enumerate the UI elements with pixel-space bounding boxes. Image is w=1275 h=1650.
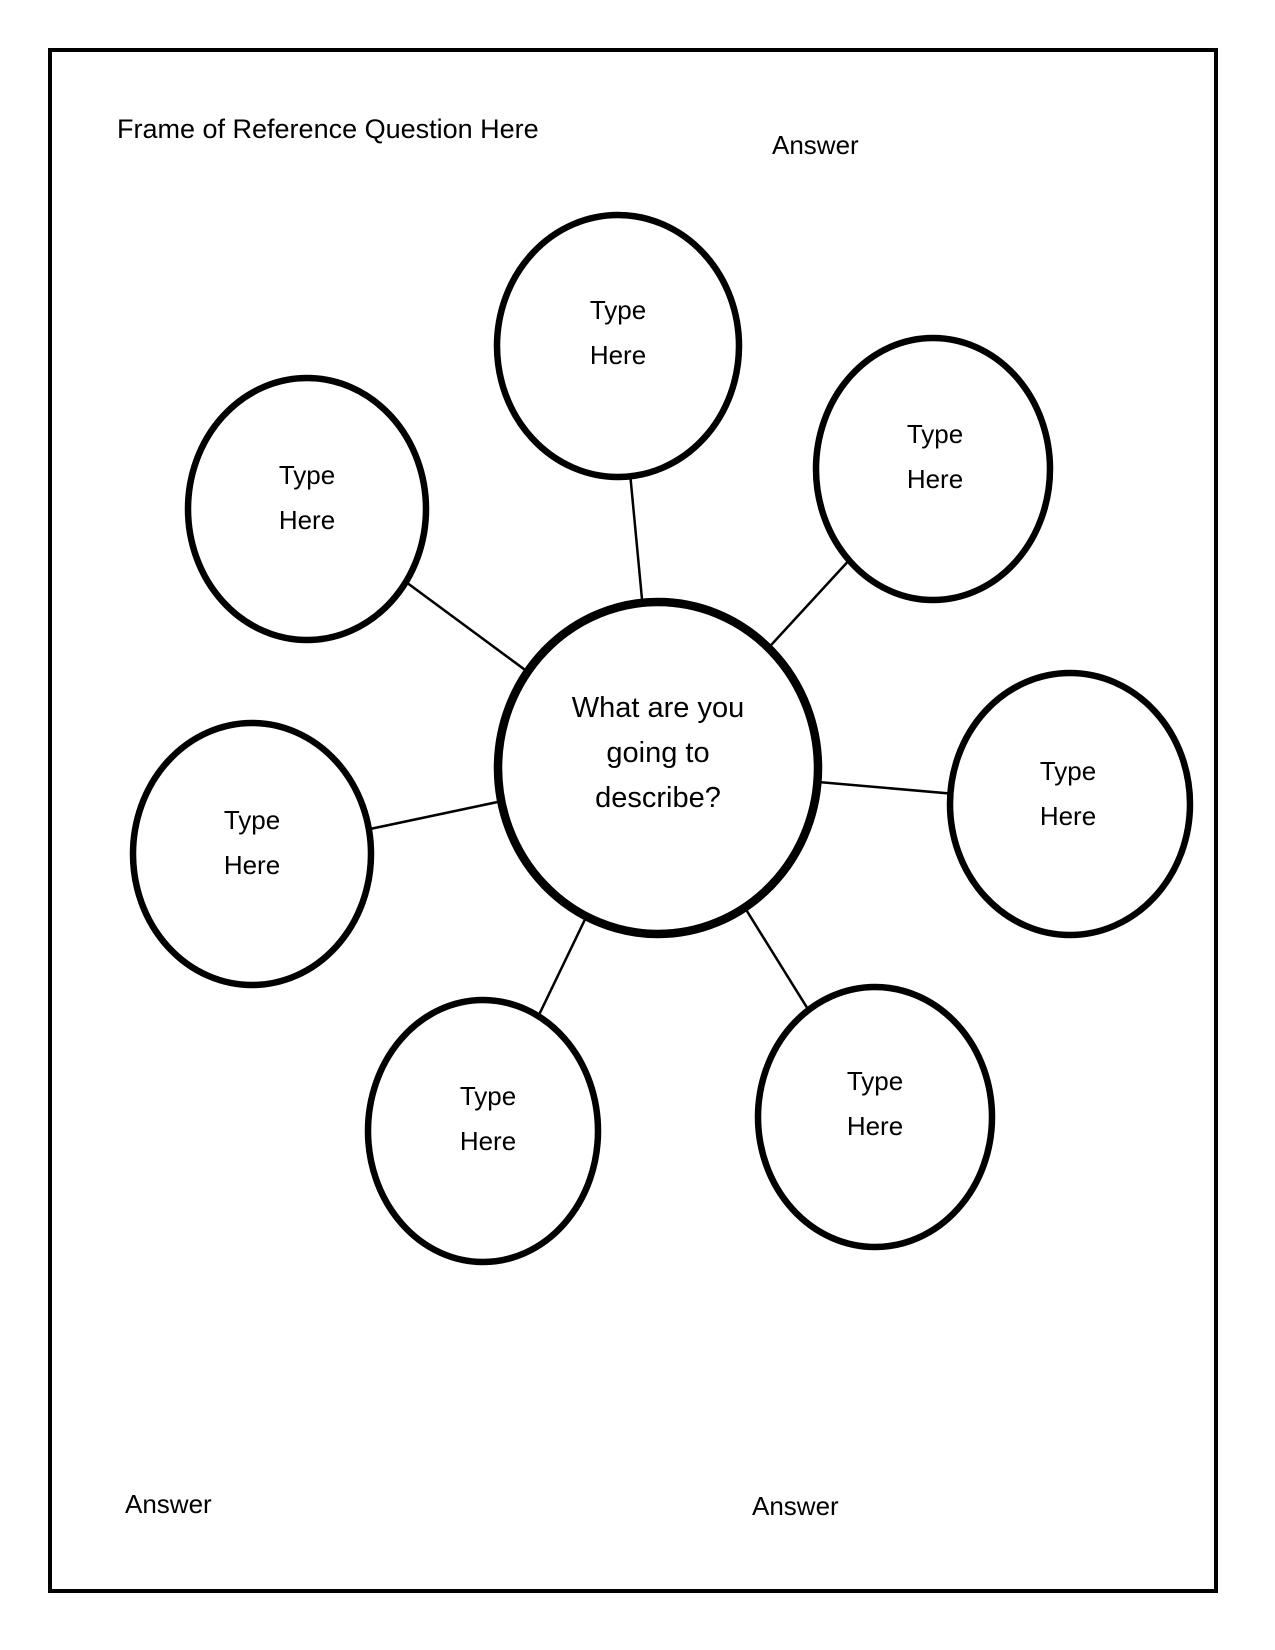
center-question-label[interactable]: What are you going to describe? — [571, 692, 745, 814]
bubble-bottom-left-circle[interactable] — [364, 996, 602, 1266]
answer-label-top[interactable]: Answer — [772, 130, 859, 160]
bubble-right-label[interactable]: Type Here — [1039, 756, 1097, 831]
bubble-top-right-label[interactable]: Type Here — [906, 419, 964, 494]
bubble-top-label[interactable]: Type Here — [589, 295, 647, 370]
bubble-top-right-circle[interactable] — [812, 334, 1054, 604]
bubble-upper-left-label[interactable]: Type Here — [278, 460, 336, 535]
bubble-left-label[interactable]: Type Here — [223, 805, 281, 880]
frame-of-reference-question-placeholder[interactable]: Frame of Reference Question Here — [117, 114, 539, 144]
bubble-bottom-left-label[interactable]: Type Here — [459, 1081, 517, 1156]
answer-label-bottom-left[interactable]: Answer — [125, 1489, 212, 1519]
page-border — [48, 48, 1218, 1593]
center-question-circle[interactable] — [493, 597, 823, 939]
bubble-top-circle[interactable] — [493, 211, 743, 481]
bubble-bottom-right-circle[interactable] — [754, 983, 996, 1251]
bubble-right-circle[interactable] — [946, 669, 1194, 939]
answer-label-bottom-center[interactable]: Answer — [752, 1491, 839, 1521]
bubble-bottom-right-label[interactable]: Type Here — [846, 1066, 904, 1141]
bubble-upper-left-circle[interactable] — [184, 374, 430, 644]
bubble-left-circle[interactable] — [129, 719, 375, 989]
